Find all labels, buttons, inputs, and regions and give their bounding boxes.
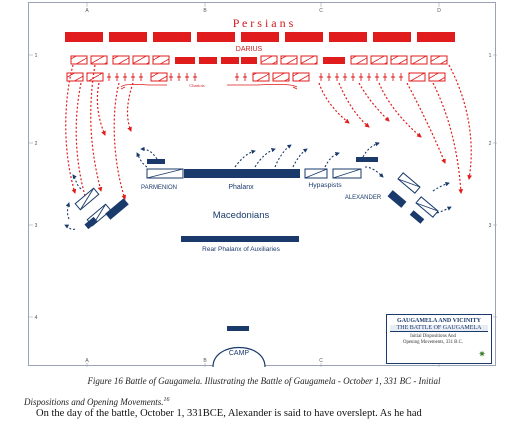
darius-label: DARIUS [236,46,263,53]
parmenion-label: PARMENION [141,185,177,191]
macedonian-right-flank [387,172,439,224]
phalanx-label: Phalanx [228,184,254,191]
camp-label: CAMP [229,350,250,357]
macedonian-advance-arrows [64,142,452,231]
caption-line-1: Figure 16 Battle of Gaugamela. Illustrat… [87,376,441,386]
col-label-c-bottom: C [319,358,323,364]
col-label-c: C [319,8,323,14]
col-label-a-bottom: A [85,358,89,364]
row-label-1: 1 [35,53,38,59]
legend-description: Initial Dispositions And Opening Movemen… [387,334,491,346]
col-label-d: D [437,8,441,14]
figure-caption: Figure 16 Battle of Gaugamela. Illustrat… [24,372,504,412]
persian-third-line [66,72,446,82]
macedonian-formations [146,157,378,331]
chariots-label: Chariots [189,83,204,88]
col-label-b-bottom: B [203,358,207,364]
persian-right-wing-arrows [318,64,472,194]
caption-line-2-text: Dispositions and Opening Movements. [24,397,164,407]
alexander-label: ALEXANDER [345,195,382,201]
persian-second-line [70,55,448,65]
macedonians-label: Macedonians [213,210,270,221]
rear-phalanx-label: Rear Phalanx of Auxiliaries [202,246,280,253]
row-label-2: 2 [35,141,38,147]
map-legend: GAUGAMELA AND VICINITY THE BATTLE OF GAU… [386,314,492,364]
row-label-2-right: 2 [489,141,492,147]
row-label-4: 4 [35,315,38,321]
legend-subtitle: THE BATTLE OF GAUGAMELA [390,325,488,332]
persians-title: P e r s i a n s [233,16,294,30]
grid-labels: A B C D A B C D 1 2 3 4 1 2 3 [35,8,492,364]
compass-rose-icon: ✷ [478,349,486,359]
chariots-bracket [120,83,298,90]
col-label-a: A [85,8,89,14]
hypaspists-label: Hypaspists [308,182,342,189]
chariot-glyphs [107,73,403,81]
legend-title: GAUGAMELA AND VICINITY [397,318,481,324]
caption-footnote: 16 [163,397,170,403]
camp-arc [212,347,266,367]
battle-map: A B C D A B C D 1 2 3 4 1 2 3 P e r s i … [28,2,497,367]
grid-ticks [29,3,497,367]
row-label-1-right: 1 [489,53,492,59]
macedonian-left-flank [74,187,129,230]
legend-line-1: Initial Dispositions And [410,334,456,339]
legend-line-2: Opening Movements, 331 B.C. [403,340,463,345]
caption-line-2: Dispositions and Opening Movements.16 [24,391,504,412]
col-label-b: B [203,8,207,14]
persian-front-line [65,32,455,42]
row-label-3-right: 3 [489,223,492,229]
row-label-3: 3 [35,223,38,229]
persian-left-wing-arrows [65,64,134,204]
battle-map-drawing: A B C D A B C D 1 2 3 4 1 2 3 P e r s i … [29,3,497,367]
body-paragraph: On the day of the battle, October 1, 331… [36,408,422,419]
